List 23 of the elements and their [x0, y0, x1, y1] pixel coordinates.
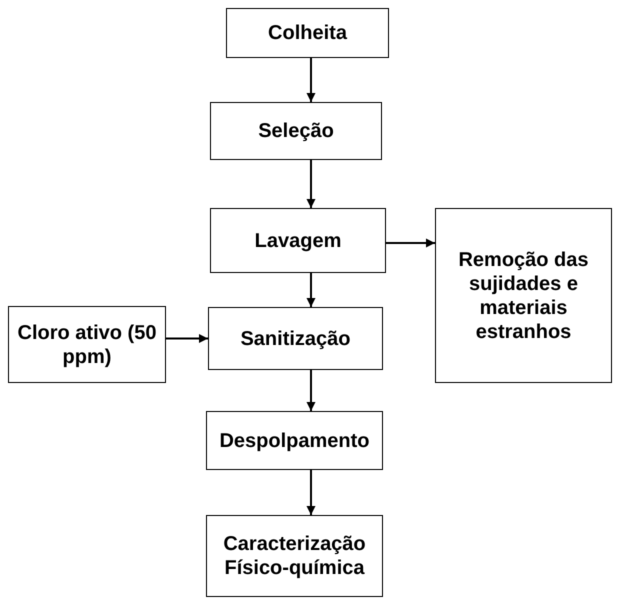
arrow — [306, 58, 316, 102]
process-box — [206, 515, 383, 597]
step-label: Sanitização — [240, 326, 351, 350]
process-box — [210, 102, 382, 160]
step-label: Despolpamento — [219, 428, 370, 452]
step-label: Remoção das sujidades e materiais estranhos — [457, 248, 590, 344]
arrow — [166, 334, 208, 343]
arrow — [306, 273, 316, 307]
step-label: Lavagem — [254, 228, 342, 252]
process-box — [208, 307, 383, 370]
step-label: Seleção — [258, 119, 334, 143]
step-label: Caracterização Físico-química — [222, 532, 367, 580]
arrow — [306, 160, 316, 208]
process-box — [210, 208, 386, 273]
process-box — [8, 306, 166, 383]
arrow — [386, 238, 435, 248]
step-label: Colheita — [268, 21, 347, 45]
arrow — [306, 470, 316, 515]
step-label: Cloro ativo (50 ppm) — [16, 320, 158, 368]
process-box — [206, 411, 383, 470]
process-box — [435, 208, 612, 383]
arrow — [306, 370, 316, 411]
process-box — [226, 8, 389, 58]
